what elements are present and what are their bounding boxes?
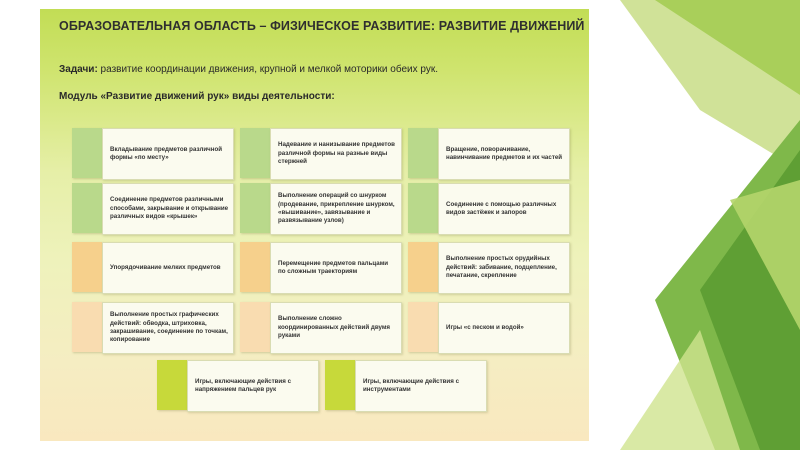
activity-text: Соединение предметов различными способам… [110, 196, 229, 221]
slide-content: ОБРАЗОВАТЕЛЬНАЯ ОБЛАСТЬ – ФИЗИЧЕСКОЕ РАЗ… [40, 9, 589, 441]
module-heading: Модуль «Развитие движений рук» виды деят… [59, 91, 335, 102]
activity-text: Надевание и нанизывание предметов различ… [278, 141, 395, 166]
activity-text: Игры «с песком и водой» [446, 323, 524, 331]
tasks-label: Задачи: [59, 64, 98, 75]
activity-text: Вкладывание предметов различной формы «п… [110, 145, 223, 161]
activity-marker [72, 242, 102, 292]
activity-marker [72, 302, 102, 352]
activity-text: Вращение, поворачивание, навинчивание пр… [446, 145, 563, 161]
activity-card: Вращение, поворачивание, навинчивание пр… [438, 128, 570, 180]
activity-text: Соединение с помощью различных видов зас… [446, 200, 557, 216]
activity-marker [408, 128, 438, 178]
activity-marker [240, 302, 270, 352]
activity-marker [240, 183, 270, 233]
activity-card: Упорядочивание мелких предметов [102, 242, 234, 294]
activity-card: Вкладывание предметов различной формы «п… [102, 128, 234, 180]
activity-marker [408, 183, 438, 233]
activity-card: Выполнение простых графических действий:… [102, 302, 234, 354]
activity-card: Выполнение сложно координированных дейст… [270, 302, 402, 354]
activity-card: Игры, включающие действия с напряжением … [187, 360, 319, 412]
activity-marker [72, 183, 102, 233]
activity-marker [240, 128, 270, 178]
activity-text: Выполнение операций со шнурком (продеван… [278, 192, 395, 225]
activity-marker [72, 128, 102, 178]
activity-card: Перемещение предметов пальцами по сложны… [270, 242, 402, 294]
activity-card: Надевание и нанизывание предметов различ… [270, 128, 402, 180]
activity-card: Соединение с помощью различных видов зас… [438, 183, 570, 235]
activity-marker [240, 242, 270, 292]
activity-text: Выполнение сложно координированных дейст… [278, 315, 391, 340]
activity-card: Игры, включающие действия с инструментам… [355, 360, 487, 412]
activity-card: Выполнение операций со шнурком (продеван… [270, 183, 402, 235]
activity-card: Соединение предметов различными способам… [102, 183, 234, 235]
activity-text: Выполнение простых графических действий:… [110, 311, 228, 344]
activity-marker [157, 360, 187, 410]
activity-text: Игры, включающие действия с инструментам… [363, 377, 460, 393]
slide-title: ОБРАЗОВАТЕЛЬНАЯ ОБЛАСТЬ – ФИЗИЧЕСКОЕ РАЗ… [59, 19, 589, 33]
activity-marker [325, 360, 355, 410]
activity-marker [408, 302, 438, 352]
activity-text: Упорядочивание мелких предметов [110, 263, 221, 271]
activity-card: Выполнение простых орудийных действий: з… [438, 242, 570, 294]
activity-text: Перемещение предметов пальцами по сложны… [278, 259, 389, 275]
tasks-text: развитие координации движения, крупной и… [97, 64, 438, 75]
tasks-line: Задачи: развитие координации движения, к… [59, 64, 579, 75]
activity-text: Выполнение простых орудийных действий: з… [446, 255, 557, 280]
activity-card: Игры «с песком и водой» [438, 302, 570, 354]
activity-text: Игры, включающие действия с напряжением … [195, 377, 292, 393]
activity-marker [408, 242, 438, 292]
